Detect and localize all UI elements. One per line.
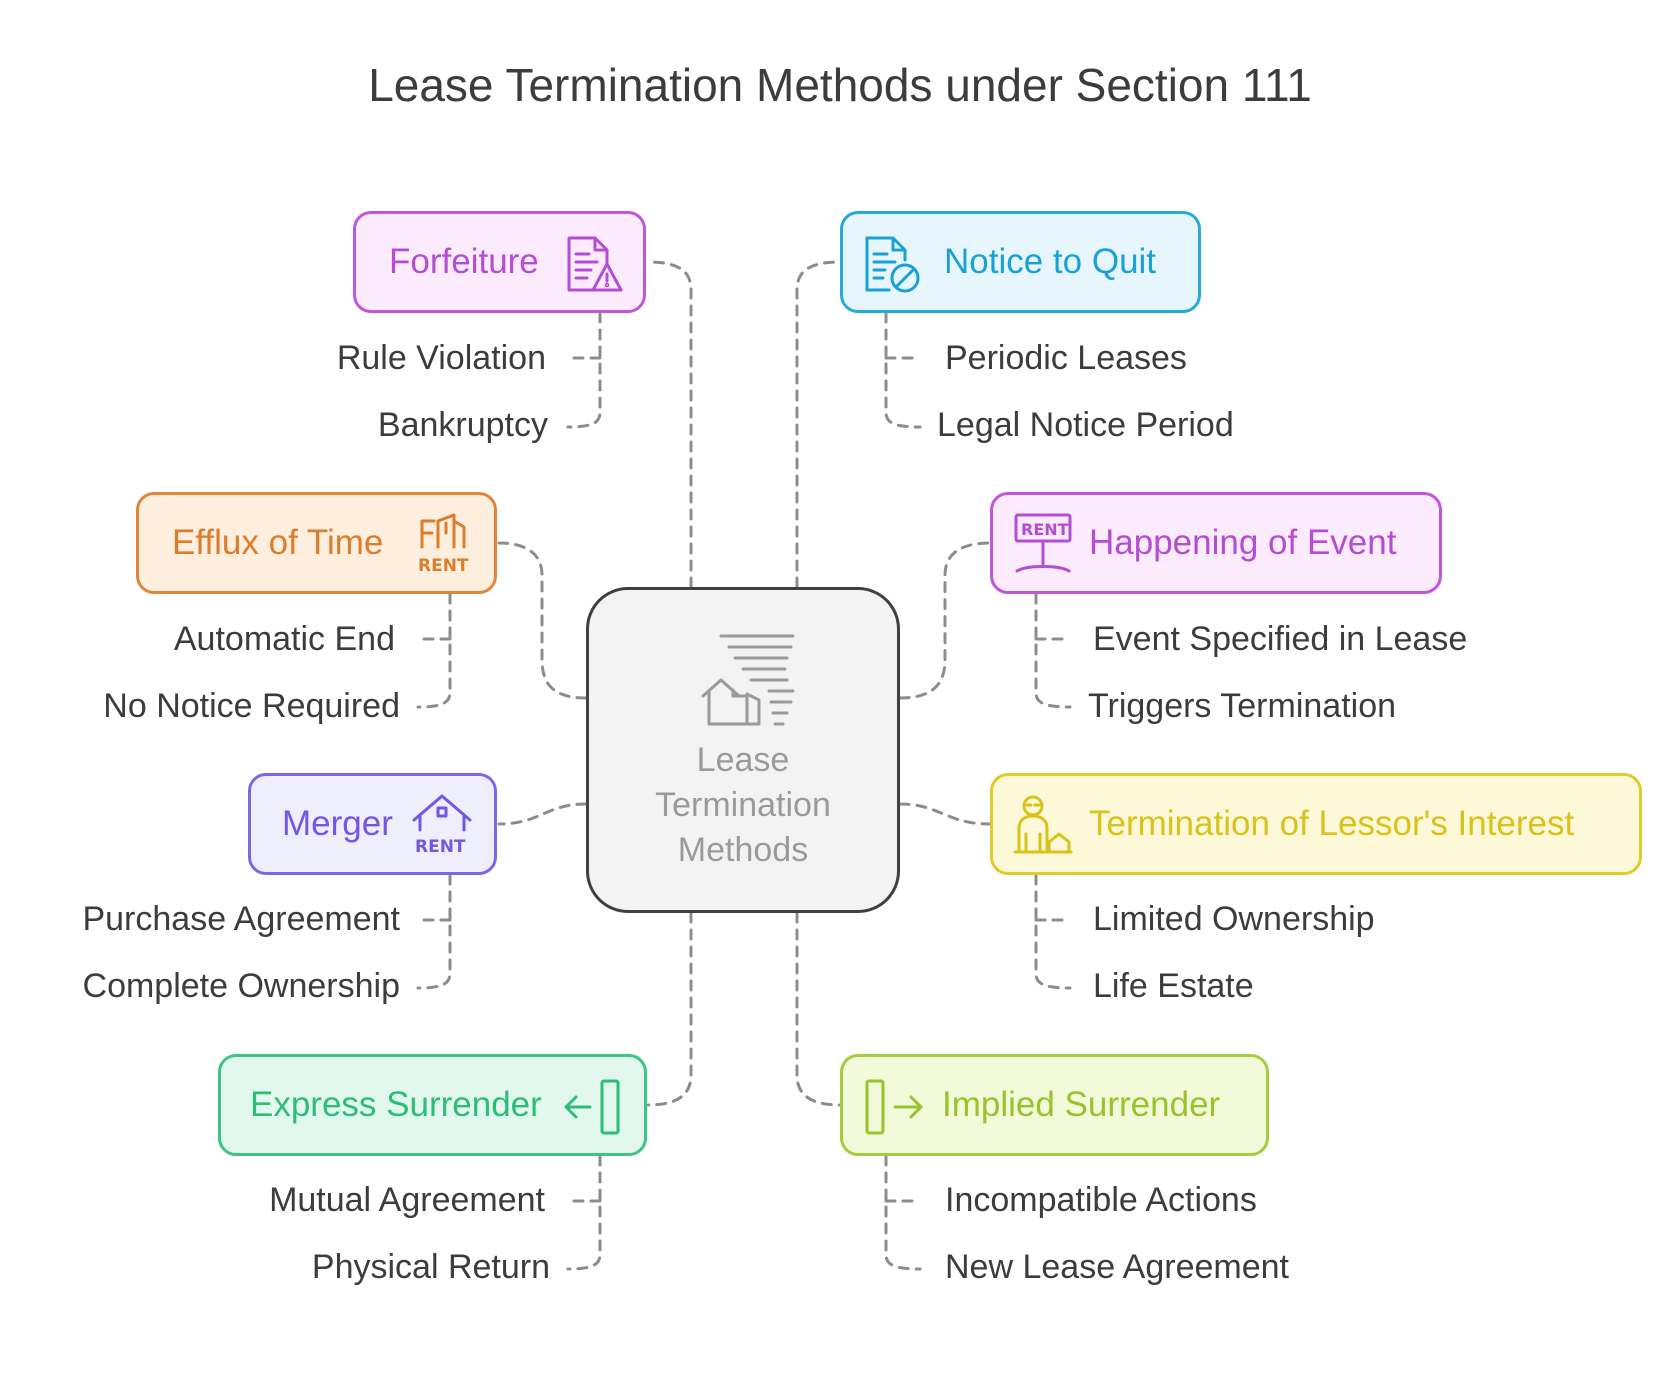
connector-happening-items (1034, 592, 1072, 709)
connector-express-items (566, 1154, 602, 1271)
central-topic-node: Lease Termination Methods (586, 587, 900, 913)
door-enter-icon (564, 1079, 620, 1135)
connector-express (646, 911, 693, 1107)
connector-merger-items (416, 873, 452, 990)
node-notice-to-quit: Notice to Quit (840, 211, 1201, 313)
connector-lessor (898, 802, 992, 826)
door-exit-icon (865, 1079, 923, 1135)
express-item-mutual-agreement: Mutual Agreement (269, 1181, 545, 1219)
node-lessor-label: Termination of Lessor's Interest (1089, 804, 1575, 843)
node-happening-of-event: RENT Happening of Event (990, 492, 1442, 594)
svg-text:RENT: RENT (415, 837, 466, 856)
node-termination-of-lessors-interest: Termination of Lessor's Interest (990, 773, 1642, 875)
connector-forfeiture (646, 260, 693, 589)
implied-item-incompatible-actions: Incompatible Actions (945, 1181, 1257, 1219)
happening-item-event-specified: Event Specified in Lease (1093, 620, 1468, 658)
node-express-surrender: Express Surrender (218, 1054, 647, 1156)
merger-item-complete-ownership: Complete Ownership (82, 967, 400, 1005)
central-topic-label: Lease Termination Methods (655, 741, 831, 869)
connector-implied-items (884, 1154, 922, 1271)
node-implied-surrender: Implied Surrender (840, 1054, 1269, 1156)
connector-happening (898, 541, 992, 700)
document-prohibited-icon (865, 236, 920, 293)
node-efflux-label: Efflux of Time (172, 523, 384, 562)
document-warning-icon (567, 236, 623, 292)
node-forfeiture: Forfeiture (353, 211, 646, 313)
node-merger: Merger RENT (248, 773, 497, 875)
connector-notice (795, 260, 842, 589)
svg-text:RENT: RENT (1021, 520, 1069, 539)
connector-merger (497, 802, 588, 826)
connector-notice-items (884, 311, 922, 429)
merger-item-purchase-agreement: Purchase Agreement (82, 900, 400, 938)
connector-implied (795, 911, 842, 1107)
node-efflux-of-time: Efflux of Time RENT (136, 492, 497, 594)
node-implied-label: Implied Surrender (942, 1085, 1221, 1124)
node-express-label: Express Surrender (250, 1085, 542, 1124)
person-property-icon (1013, 795, 1073, 854)
happening-item-triggers-termination: Triggers Termination (1088, 687, 1397, 725)
svg-text:RENT: RENT (418, 556, 469, 575)
connector-forfeiture-items (566, 311, 602, 429)
connector-efflux-items (416, 592, 452, 709)
diagram-title: Lease Termination Methods under Section … (368, 59, 1312, 111)
forfeiture-item-bankruptcy: Bankruptcy (377, 406, 548, 444)
node-merger-label: Merger (282, 804, 393, 843)
house-rent-icon: RENT (412, 794, 472, 856)
connector-efflux (497, 541, 588, 700)
lessor-item-life-estate: Life Estate (1093, 967, 1254, 1005)
connector-lessor-items (1034, 873, 1072, 990)
node-happening-label: Happening of Event (1089, 523, 1397, 562)
implied-item-new-lease-agreement: New Lease Agreement (945, 1248, 1289, 1286)
node-notice-label: Notice to Quit (944, 242, 1157, 281)
notice-item-legal-notice-period: Legal Notice Period (937, 406, 1234, 444)
express-item-physical-return: Physical Return (311, 1248, 550, 1286)
notice-item-periodic-leases: Periodic Leases (945, 339, 1187, 377)
efflux-item-no-notice: No Notice Required (103, 687, 400, 725)
tornado-house-icon (701, 634, 795, 726)
rent-building-icon: RENT (418, 513, 469, 575)
lessor-item-limited-ownership: Limited Ownership (1093, 900, 1375, 938)
node-forfeiture-label: Forfeiture (389, 242, 539, 281)
efflux-item-automatic-end: Automatic End (173, 620, 395, 658)
rent-sign-icon: RENT (1014, 513, 1072, 573)
forfeiture-item-rule-violation: Rule Violation (336, 339, 546, 377)
